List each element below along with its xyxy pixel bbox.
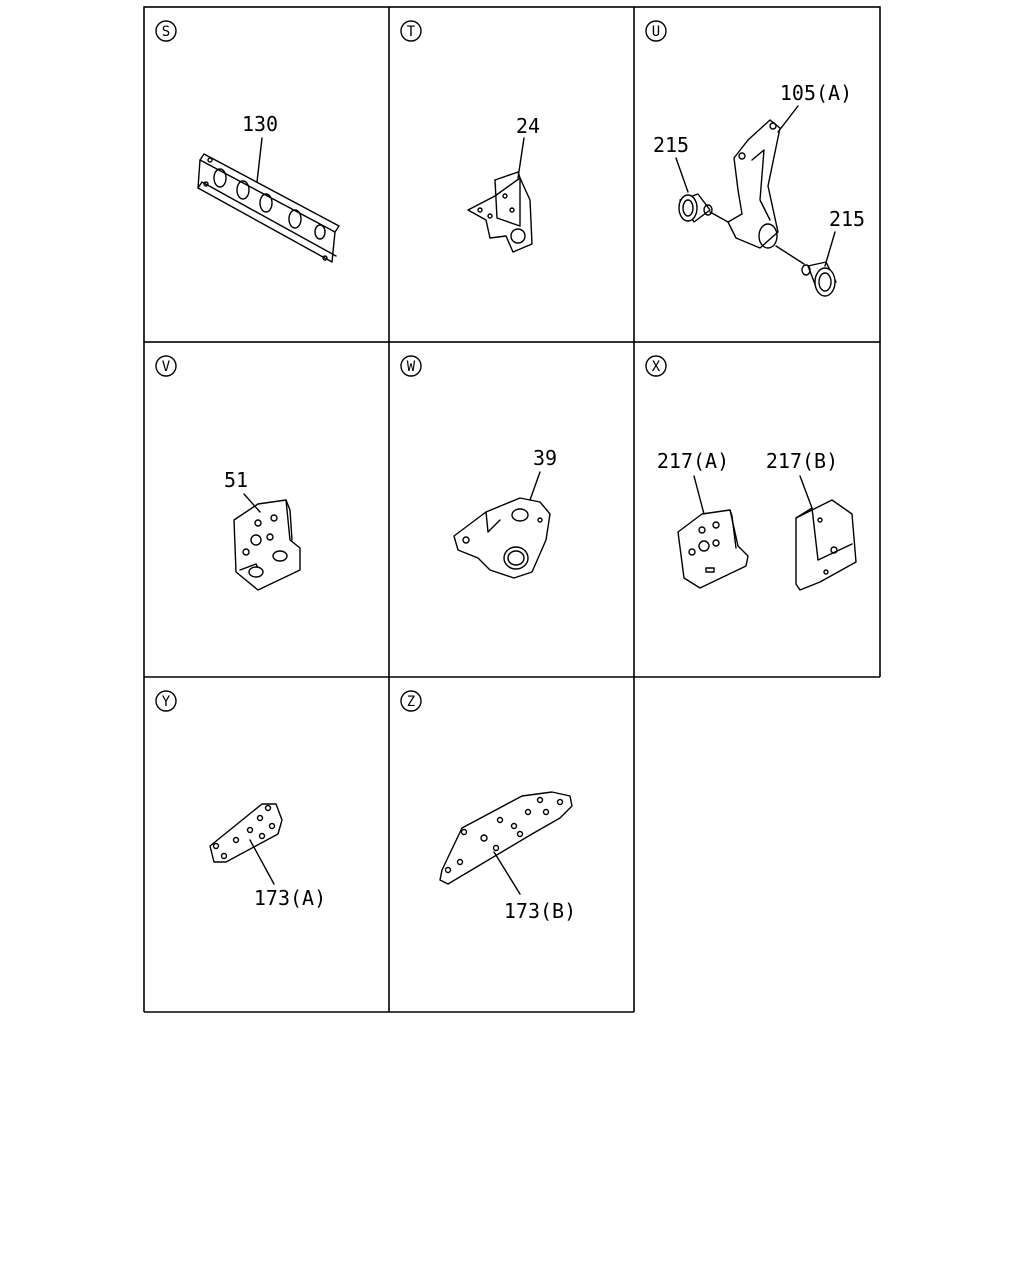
panel-z: Z 173(B) <box>400 690 576 923</box>
panel-letter-y: Y <box>155 690 177 712</box>
panel-letter-u: U <box>645 20 667 42</box>
part-label-217b: 217(B) <box>766 449 838 473</box>
panel-u: U 105(A) 215 215 <box>645 20 865 297</box>
part-51-bracket-drawing <box>233 499 301 591</box>
part-173b-plate-drawing <box>439 791 573 885</box>
part-39-bracket-drawing <box>453 497 551 579</box>
panel-grid <box>143 6 881 1013</box>
panel-letter-x: X <box>645 355 667 377</box>
panel-w: W 39 <box>400 355 557 579</box>
svg-text:Y: Y <box>162 694 171 710</box>
part-label-24: 24 <box>516 114 540 138</box>
panel-letter-z: Z <box>400 690 422 712</box>
leader-line-217b <box>799 475 813 509</box>
leader-line-24 <box>517 137 525 179</box>
leader-line-105a <box>777 105 799 133</box>
panel-letter-v: V <box>155 355 177 377</box>
svg-text:U: U <box>652 24 660 40</box>
part-173a-plate-drawing <box>209 803 283 863</box>
leader-line-130 <box>256 137 263 183</box>
part-217a-bracket-drawing <box>677 509 749 589</box>
panel-v: V 51 <box>155 355 301 591</box>
part-label-105a: 105(A) <box>780 81 852 105</box>
part-label-173a: 173(A) <box>254 886 326 910</box>
leader-line-215-right <box>824 231 836 267</box>
part-label-215-right: 215 <box>829 207 865 231</box>
svg-text:S: S <box>162 24 170 40</box>
part-215-bushing-left-drawing <box>678 193 713 223</box>
part-label-39: 39 <box>533 446 557 470</box>
part-105a-spring-bracket-drawing <box>709 119 805 265</box>
leader-line-173a <box>249 839 275 885</box>
part-label-130: 130 <box>242 112 278 136</box>
part-label-217a: 217(A) <box>657 449 729 473</box>
svg-text:V: V <box>162 359 171 375</box>
panel-t: T 24 <box>400 20 540 253</box>
panel-letter-t: T <box>400 20 422 42</box>
svg-text:Z: Z <box>407 694 415 710</box>
panel-x: X 217(A) 217(B) <box>645 355 857 591</box>
svg-text:X: X <box>652 359 661 375</box>
svg-text:W: W <box>407 359 416 375</box>
panel-letter-s: S <box>155 20 177 42</box>
leader-line-215-left <box>675 157 689 193</box>
part-label-215-left: 215 <box>653 133 689 157</box>
leader-line-173b <box>493 851 521 895</box>
part-label-173b: 173(B) <box>504 899 576 923</box>
part-217b-bracket-drawing <box>795 499 857 591</box>
leader-line-39 <box>529 471 541 501</box>
panel-s: S 130 <box>155 20 340 263</box>
part-label-51: 51 <box>224 468 248 492</box>
part-24-bracket-drawing <box>467 171 533 253</box>
part-215-bushing-right-drawing <box>801 261 837 297</box>
svg-text:T: T <box>407 24 416 40</box>
panel-y: Y 173(A) <box>155 690 326 910</box>
leader-line-217a <box>693 475 705 515</box>
part-130-frame-rail-drawing <box>197 153 340 263</box>
leader-line-51 <box>243 493 261 513</box>
panel-letter-w: W <box>400 355 422 377</box>
